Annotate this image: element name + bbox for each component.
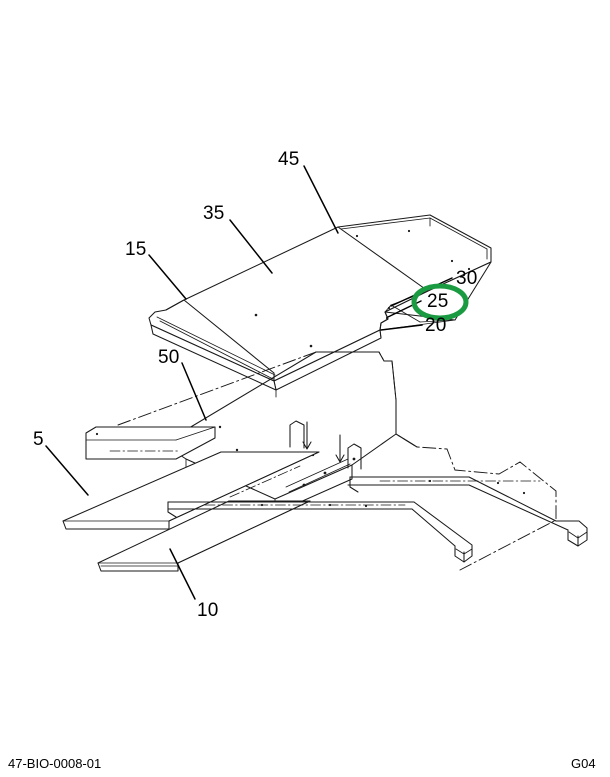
leader-20 xyxy=(380,324,423,331)
callout-label-50: 50 xyxy=(158,347,180,368)
upper-deck-panel-edge-faces xyxy=(150,324,382,398)
frame-rail-lower xyxy=(347,476,588,547)
flat-plate-lower-left xyxy=(97,500,311,572)
plate-rear-strip xyxy=(85,426,216,460)
callout-leader-lines xyxy=(45,165,453,600)
callout-label-45: 45 xyxy=(278,149,300,170)
frame-rail-upper xyxy=(167,501,473,563)
callout-label-30: 30 xyxy=(456,268,478,289)
rail-channel-detail xyxy=(455,531,588,555)
callout-label-35: 35 xyxy=(203,203,225,224)
leader-5 xyxy=(45,445,89,496)
leader-15 xyxy=(148,254,187,300)
callout-label-15: 15 xyxy=(125,239,147,260)
leader-50 xyxy=(181,362,207,421)
leader-10 xyxy=(169,548,196,600)
callout-label-25: 25 xyxy=(427,291,449,312)
flat-plate-upper-left xyxy=(62,451,320,530)
upper-panel-left-hem xyxy=(148,299,276,382)
callout-label-20: 20 xyxy=(425,315,447,336)
leader-45 xyxy=(303,165,339,234)
callout-label-10: 10 xyxy=(197,600,219,621)
drawing-number: 47-BIO-0008-01 xyxy=(8,756,102,771)
callout-label-5: 5 xyxy=(33,429,44,450)
upper-deck-assembly xyxy=(148,214,492,398)
leader-35 xyxy=(229,219,273,274)
highlight-ellipse-25 xyxy=(411,283,469,321)
sheet-code: G04 xyxy=(571,756,596,771)
